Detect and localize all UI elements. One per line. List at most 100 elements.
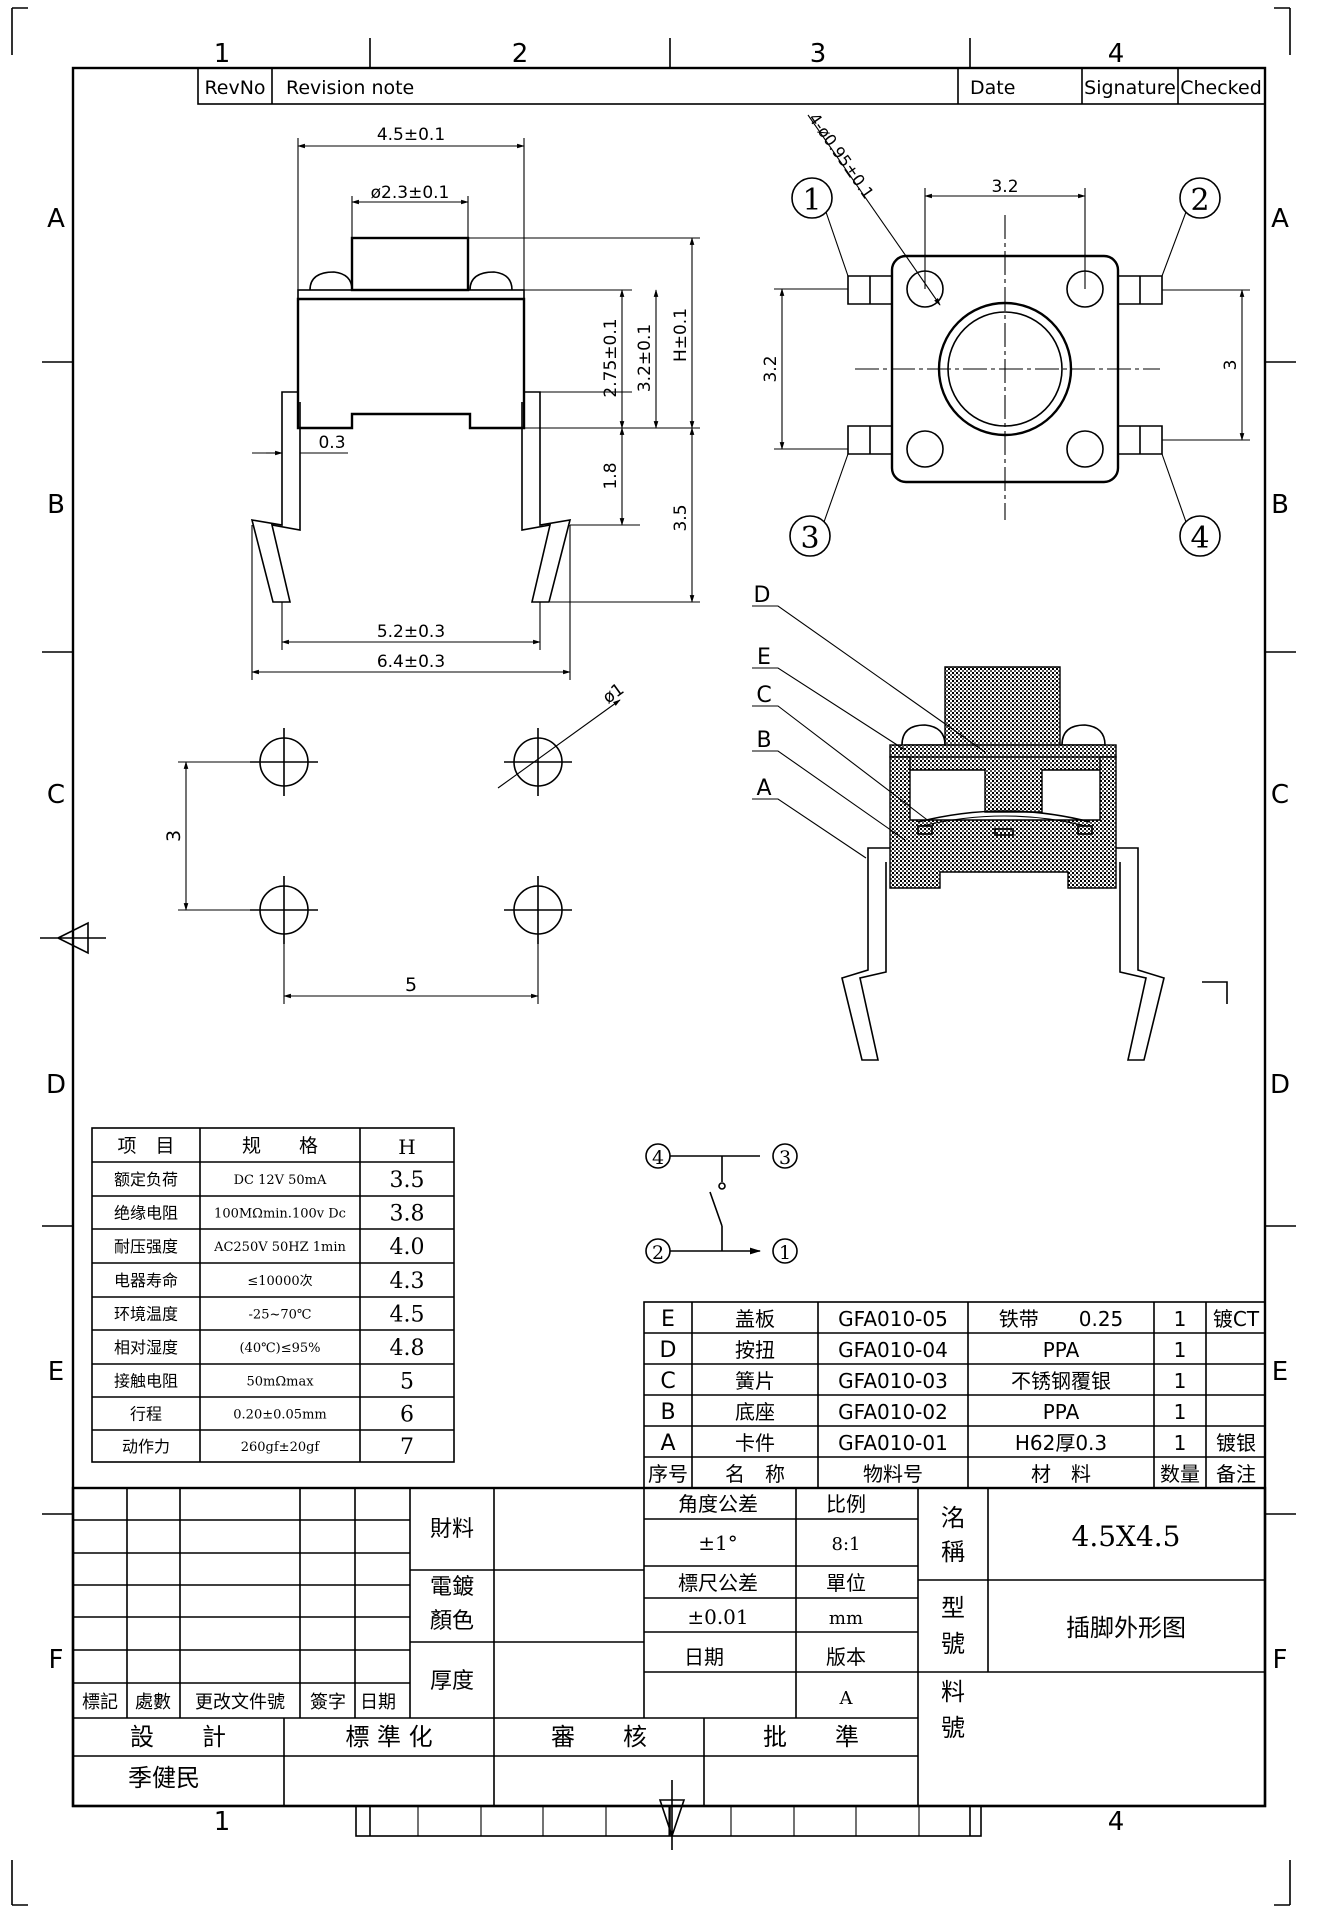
dim-pcb-5: 5: [405, 974, 417, 996]
bom-cell-r4-c1: B: [660, 1400, 675, 1425]
circuit-pin-1: 1: [779, 1242, 791, 1264]
rev-header-signature: Signature: [1084, 77, 1176, 99]
label-angle-tol: 角度公差: [678, 1492, 758, 1516]
spec-value-3: AC250V 50HZ 1min: [213, 1240, 346, 1255]
bom-cell-r5-c3: GFA010-01: [838, 1431, 948, 1455]
label-name-1: 洺: [941, 1504, 965, 1532]
frame-labels: 1 2 3 4 1 4 A B C D E F A B C D E F: [46, 39, 1290, 1837]
bom-cell-r1-c6: 镀CT: [1213, 1307, 1260, 1331]
dim-d2-3: ø2.3±0.1: [371, 183, 450, 203]
title-block: 財料 電鍍 顏色 厚度 角度公差 ±1° 比例 8:1 標尺公差 ±0.01 單…: [71, 1486, 1267, 1808]
bom-cell-r1-c3: GFA010-05: [838, 1307, 948, 1331]
approval-review: 審 核: [551, 1723, 647, 1751]
rev-col-sign: 簽字: [310, 1692, 346, 1713]
spec-value-4: ≤10000次: [247, 1273, 312, 1289]
bom-cell-r5-c6: 镀银: [1216, 1431, 1256, 1455]
dim-pcb-3: 3: [163, 830, 185, 842]
spec-value-5: -25~70℃: [249, 1308, 312, 1323]
spec-value-9: 260gf±20gf: [241, 1440, 321, 1455]
label-plating-2: 顏色: [430, 1609, 474, 1634]
row-label-f-left: F: [49, 1645, 64, 1675]
rev-header-checked: Checked: [1180, 77, 1262, 99]
spec-h-9: 7: [400, 1435, 414, 1460]
bom-cell-r3-c1: C: [660, 1369, 675, 1394]
value-unit: mm: [829, 1608, 863, 1629]
row-label-d-left: D: [46, 1070, 66, 1100]
col-label-2: 2: [512, 39, 529, 69]
spec-h-7: 5: [400, 1370, 414, 1395]
label-unit: 單位: [826, 1571, 866, 1595]
label-model-1: 型: [941, 1594, 965, 1622]
bom-cell-r2-c4: PPA: [1043, 1338, 1080, 1362]
spec-table: 项 目 规 格 H: [91, 1127, 455, 1463]
bom-cell-r4-c4: PPA: [1043, 1400, 1080, 1424]
dim-6-4: 6.4±0.3: [377, 652, 445, 672]
value-name: 4.5X4.5: [1072, 1520, 1181, 1553]
dim-pcb-d1: ø1: [599, 679, 628, 708]
pin-callout-2: 2: [1190, 183, 1209, 218]
dim-h: H±0.1: [671, 308, 691, 362]
row-label-d-right: D: [1270, 1070, 1290, 1100]
bom-cell-r1-c2: 盖板: [735, 1307, 775, 1331]
dim-2-75: 2.75±0.1: [601, 318, 621, 397]
bom-header-2: 名 称: [725, 1462, 785, 1486]
rev-header-revno: RevNo: [204, 77, 265, 99]
label-scale: 比例: [826, 1492, 866, 1516]
circuit-pin-4: 4: [652, 1147, 664, 1169]
col-label-3: 3: [810, 39, 827, 69]
spec-item-4: 电器寿命: [114, 1271, 178, 1290]
dim-1-8: 1.8: [601, 462, 621, 489]
side-view: 4.5±0.1 ø2.3±0.1 2.75±0.1 3.2±0.1 H±0.1 …: [250, 125, 700, 680]
dim-5-2: 5.2±0.3: [377, 622, 445, 642]
bom-cell-r3-c3: GFA010-03: [838, 1369, 948, 1393]
value-model: 插脚外形图: [1066, 1614, 1186, 1642]
spec-header-h: H: [398, 1135, 415, 1159]
label-plating-1: 電鍍: [430, 1575, 474, 1600]
spec-item-8: 行程: [130, 1405, 162, 1424]
dim-right-3: 3: [1221, 360, 1241, 371]
row-label-e-left: E: [48, 1357, 64, 1387]
spec-h-4: 4.3: [390, 1269, 425, 1294]
approval-approve: 批 準: [763, 1723, 859, 1751]
bom-cell-r1-c4: 铁带 0.25: [999, 1307, 1124, 1331]
row-label-c-left: C: [47, 780, 65, 810]
col-label-1: 1: [214, 39, 231, 69]
rev-header-note: Revision note: [286, 77, 414, 99]
bom-cell-r1-c5: 1: [1174, 1307, 1187, 1331]
row-label-c-right: C: [1271, 780, 1289, 810]
label-dim-tol: 標尺公差: [678, 1571, 758, 1595]
rev-col-date: 日期: [360, 1692, 396, 1713]
bom-cell-r2-c5: 1: [1174, 1338, 1187, 1362]
part-letter-c: C: [756, 683, 771, 708]
rev-col-mark: 標記: [82, 1692, 118, 1713]
rev-header-date: Date: [970, 77, 1015, 99]
spec-item-2: 绝缘电阻: [114, 1204, 178, 1223]
bottom-col-label-4: 4: [1108, 1807, 1125, 1837]
part-letter-b: B: [756, 728, 771, 753]
row-label-a-right: A: [1271, 204, 1289, 234]
pin-callout-3: 3: [800, 521, 819, 556]
label-model-2: 號: [941, 1630, 965, 1658]
bom-cell-r2-c3: GFA010-04: [838, 1338, 948, 1362]
dim-3-5: 3.5: [671, 504, 691, 531]
bom-header-5: 数量: [1160, 1462, 1200, 1486]
label-part-1: 料: [941, 1678, 965, 1706]
bom-header-1: 序号: [648, 1462, 688, 1486]
spec-value-1: DC 12V 50mA: [234, 1173, 327, 1188]
dim-3-2: 3.2±0.1: [635, 324, 655, 392]
pin-callout-1: 1: [802, 183, 821, 218]
bom-cell-r3-c2: 簧片: [735, 1369, 775, 1393]
bom-table: [643, 1301, 1266, 1489]
rev-col-count: 處數: [135, 1692, 171, 1713]
spec-item-1: 额定负荷: [114, 1170, 178, 1189]
bom-cell-r4-c2: 底座: [735, 1400, 775, 1424]
bom-cell-r5-c4: H62厚0.3: [1015, 1431, 1107, 1455]
spec-h-3: 4.0: [390, 1235, 425, 1260]
row-label-a-left: A: [47, 204, 65, 234]
spec-header-item: 项 目: [117, 1135, 174, 1157]
spec-value-2: 100MΩmin.100v Dc: [214, 1207, 346, 1222]
circuit-pin-2: 2: [652, 1242, 664, 1264]
